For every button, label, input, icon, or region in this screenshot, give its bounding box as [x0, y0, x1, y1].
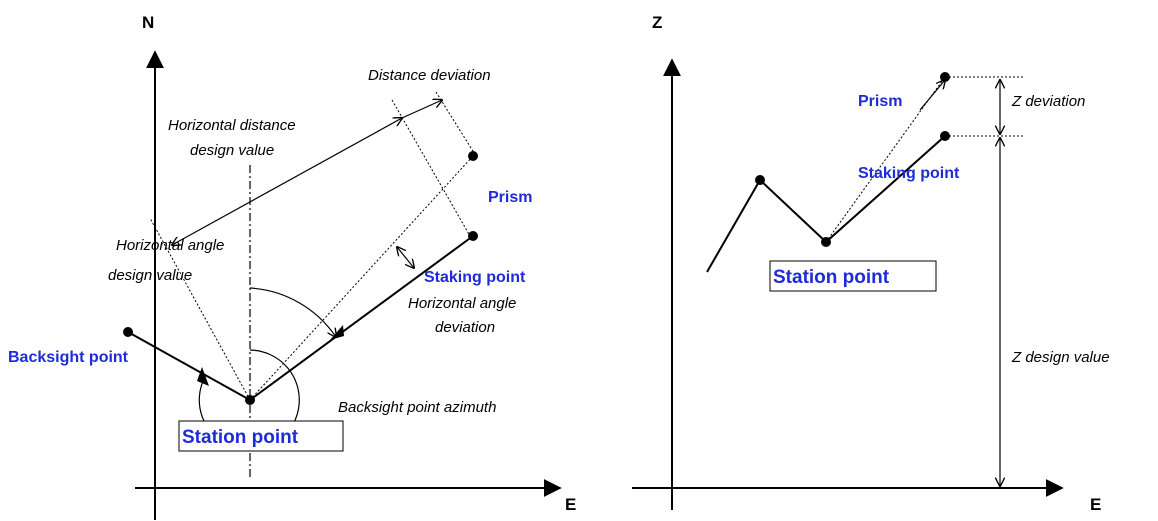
- z-axis-label: Z: [652, 13, 662, 32]
- prism-marker-right: [940, 72, 950, 82]
- station-to-prism-dotted: [249, 155, 474, 401]
- backsight-azimuth-label: Backsight point azimuth: [338, 399, 496, 416]
- prism-label-left: Prism: [488, 189, 532, 206]
- left-diagram: N E Distance deviat: [8, 13, 576, 520]
- hd-design-label-2: design value: [190, 142, 274, 159]
- hd-design-arrow: [172, 118, 402, 245]
- terrain-profile: [706, 135, 946, 273]
- station-point-label-left: Station point: [182, 427, 299, 448]
- z-design-value-label: Z design value: [1011, 349, 1110, 366]
- ha-deviation-label-2: deviation: [435, 319, 495, 336]
- prism-label-right: Prism: [858, 93, 902, 110]
- z-deviation-label: Z deviation: [1011, 93, 1085, 110]
- prism-marker: [468, 151, 478, 161]
- ha-design-label-2: design value: [108, 267, 192, 284]
- hd-design-label-1: Horizontal distance: [168, 117, 296, 134]
- ha-design-label-1: Horizontal angle: [116, 237, 224, 254]
- staking-point-label-right: Staking point: [858, 165, 960, 182]
- distance-deviation-arrow: [401, 100, 442, 119]
- staking-point-label-left: Staking point: [424, 269, 526, 286]
- ha-deviation-label-1: Horizontal angle: [408, 295, 516, 312]
- prism-arrow-right: [919, 80, 945, 111]
- station-point-label-right: Station point: [773, 267, 890, 288]
- azimuth-arrowhead: [197, 367, 209, 386]
- station-point-box-right: [769, 260, 937, 292]
- ha-design-arc: [249, 287, 336, 337]
- e-axis-label-left: E: [565, 495, 576, 514]
- station-point-marker: [245, 395, 255, 405]
- e-axis-label-right: E: [1090, 495, 1101, 514]
- backsight-point-marker: [123, 327, 133, 337]
- deviation-perpendicular-1: [391, 99, 471, 237]
- staking-point-marker-right: [940, 131, 950, 141]
- staking-point-marker: [468, 231, 478, 241]
- backsight-point-label: Backsight point: [8, 349, 129, 366]
- ha-deviation-arrow: [397, 247, 414, 268]
- angle-design-dotted: [149, 217, 251, 401]
- right-diagram: Z E Prism Z deviation Staking point Stat…: [632, 13, 1110, 514]
- station-point-marker-right: [821, 237, 831, 247]
- n-axis-label: N: [142, 13, 154, 32]
- backsight-line: [127, 331, 251, 401]
- terrain-peak-marker: [755, 175, 765, 185]
- station-point-box-left: [178, 420, 344, 452]
- station-to-staking-line: [249, 235, 474, 401]
- distance-deviation-label: Distance deviation: [368, 67, 491, 84]
- deviation-perpendicular-2: [435, 91, 477, 157]
